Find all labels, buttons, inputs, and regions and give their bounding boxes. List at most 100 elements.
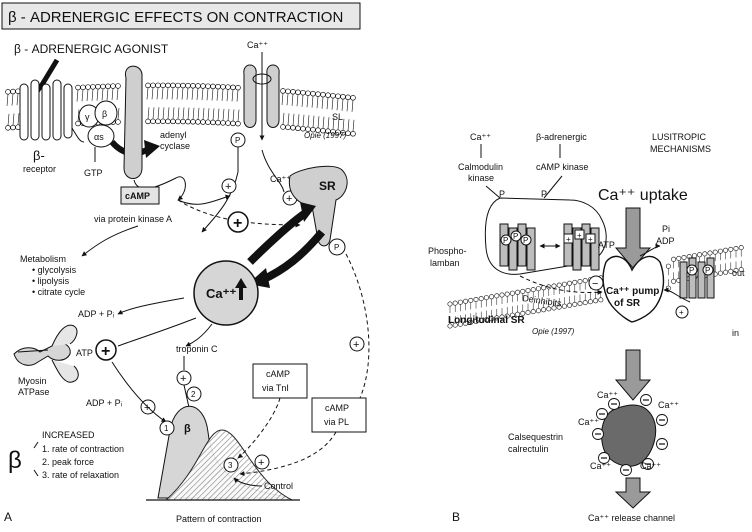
b-p-left: P <box>499 189 505 199</box>
plus-atp: + <box>95 339 117 361</box>
increased-title: INCREASED <box>42 430 95 440</box>
calsequestrin <box>601 404 657 467</box>
right-p-2-label: P <box>705 266 710 275</box>
pl-label-1: cAMP <box>325 403 349 413</box>
plus-sr-path: + <box>349 336 365 352</box>
pl-p-2-label: P <box>513 232 518 241</box>
adenyl-cyclase-label-2: cyclase <box>160 141 190 151</box>
pl-box <box>311 397 367 433</box>
pl-plus-1: + <box>563 233 574 244</box>
plus-large: + <box>227 211 249 233</box>
pump-label-2: of SR <box>614 298 641 309</box>
calseq-ca-5: Ca⁺⁺ <box>640 461 661 471</box>
atp-label: ATP <box>76 348 93 358</box>
b-pi-label: Pi <box>662 224 670 234</box>
b-atp-label: ATP <box>598 240 615 250</box>
beta-receptor <box>19 79 85 143</box>
pl-p-2: P <box>510 230 522 242</box>
plus-troponin-sign: + <box>180 373 186 385</box>
minus-inhibition: − <box>588 275 604 291</box>
pl-label-2: via PL <box>324 417 349 427</box>
camp-box <box>120 186 160 205</box>
plus-pka-sign: + <box>225 181 231 193</box>
calseq-label-1: Calsequestrin <box>508 432 563 442</box>
opie-credit-a: Opie (1997) <box>304 131 347 140</box>
pl-plus-1-sign: + <box>566 235 571 244</box>
g-protein <box>78 100 118 162</box>
agonist-label: β - ADRENERGIC AGONIST <box>14 42 169 56</box>
plus-pka: + <box>221 178 237 194</box>
panel-a-letter: A <box>4 510 12 524</box>
sr-phospho-label: P <box>334 243 339 252</box>
b-adp-label: ADP <box>656 236 675 246</box>
plus-sr-path-sign: + <box>353 339 359 351</box>
increased-item-2: 2. peak force <box>42 457 94 467</box>
control-label: Control <box>264 481 293 491</box>
pka-label: via protein kinase A <box>94 214 172 224</box>
panel-b-letter: B <box>452 510 460 524</box>
plus-right: + <box>675 305 689 319</box>
myosin-label-1: Myosin <box>18 376 47 386</box>
calseq-minus-5 <box>642 458 654 470</box>
plus-right-sign: + <box>679 308 684 317</box>
plus-troponin: + <box>176 370 192 386</box>
lusitropic-label-1: LUSITROPIC <box>652 132 707 142</box>
metabolism-item-3: • citrate cycle <box>32 287 85 297</box>
plus-pl-sign: + <box>258 457 264 469</box>
marker-3-num: 3 <box>228 461 233 470</box>
marker-2: 2 <box>186 386 202 402</box>
curve-beta: β <box>184 423 191 435</box>
tni-label-1: cAMP <box>266 369 290 379</box>
calseq-ca-2: Ca⁺⁺ <box>658 400 679 410</box>
calsequestrin-minus <box>592 394 668 476</box>
adp-pi-top: ADP + Pᵢ <box>78 309 114 319</box>
calmodulin-label-1: Calmodulin <box>458 162 503 172</box>
b-adrenergic-label: β-adrenergic <box>536 132 587 142</box>
cytosolic-calcium <box>193 260 259 326</box>
calseq-minus-9 <box>596 408 608 420</box>
panel-a: β - ADRENERGIC EFFECTS ON CONTRACTION β … <box>1 2 370 524</box>
marker-2-num: 2 <box>191 390 196 399</box>
longitudinal-sr-label: Longitudinal SR <box>448 315 525 326</box>
metabolism-item-1: • glycolysis <box>32 265 77 275</box>
beta-receptor-label-1: β- <box>33 148 45 163</box>
alpha-s-subunit: αs <box>94 132 104 142</box>
adp-pi-bottom: ADP + Pᵢ <box>86 398 122 408</box>
calseq-minus-3 <box>656 414 668 426</box>
right-pump-subunits <box>679 257 715 299</box>
panel-b: Ca⁺⁺ β-adrenergic Calmodulin kinase cAMP… <box>428 132 745 524</box>
panel-a-title: β - ADRENERGIC EFFECTS ON CONTRACTION <box>8 9 343 26</box>
phospholamban-dephosphorylated <box>563 223 600 271</box>
pl-plus-3-sign: + <box>588 235 593 244</box>
out-label: out <box>732 268 745 278</box>
pl-p-3: P <box>520 234 532 246</box>
calseq-minus-1 <box>608 398 620 410</box>
lumen-arrow <box>614 349 652 401</box>
right-p-2: P <box>702 264 714 276</box>
calseq-minus-2 <box>640 394 652 406</box>
beta-subunit: β <box>102 109 107 119</box>
sr-label: SR <box>319 179 336 193</box>
increased-item-1: 1. rate of contraction <box>42 444 124 454</box>
calseq-ca-3: Ca⁺⁺ <box>578 417 599 427</box>
gamma-subunit: γ <box>85 112 90 122</box>
release-arrow <box>614 477 652 509</box>
gtp-label: GTP <box>84 168 103 178</box>
calseq-label-2: calrectulin <box>508 444 549 454</box>
pattern-label: Pattern of contraction <box>176 514 262 524</box>
right-p-1: P <box>686 264 698 276</box>
tni-label-2: via TnI <box>262 383 289 393</box>
plus-myosin-sign: + <box>144 402 150 414</box>
b-p-right: P <box>541 189 547 199</box>
calseq-ca-1: Ca⁺⁺ <box>597 390 618 400</box>
pl-plus-2-sign: + <box>577 231 582 240</box>
calseq-minus-4 <box>656 438 668 450</box>
release-channel-label: Ca⁺⁺ release channel <box>588 513 675 523</box>
troponin-label: troponin C <box>176 344 218 354</box>
opie-credit-b: Opie (1997) <box>532 327 575 336</box>
pump-label-1: Ca⁺⁺ pump <box>606 286 659 297</box>
camp-box-label: cAMP <box>125 191 150 201</box>
marker-1: 1 <box>159 420 175 436</box>
sr-phospho <box>328 238 346 256</box>
